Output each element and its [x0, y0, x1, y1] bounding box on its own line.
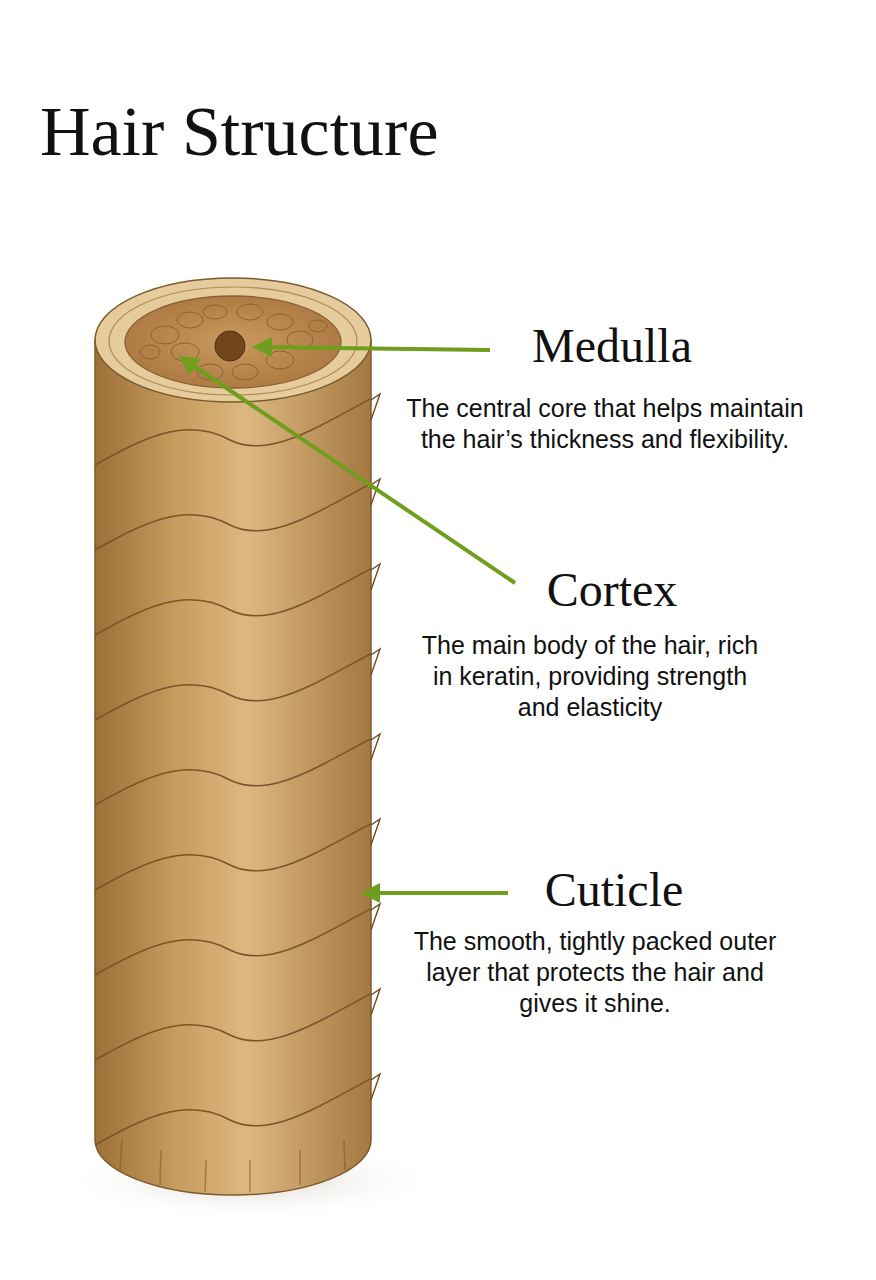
cuticle-ring	[95, 278, 371, 402]
medulla-core	[215, 331, 245, 361]
leader-arrow	[256, 347, 490, 350]
diagram-title: Hair Structure	[40, 92, 438, 172]
leader-arrow	[182, 358, 515, 583]
hair-shaft	[95, 340, 371, 1195]
part-description: The central core that helps maintain the…	[405, 393, 805, 455]
cuticle-scales	[95, 395, 378, 1192]
part-description: The smooth, tightly packed outer layer t…	[405, 926, 785, 1019]
leader-arrow	[364, 891, 508, 895]
cortex-section	[125, 296, 341, 388]
part-name: Cuticle	[545, 862, 684, 918]
scale-tips	[371, 394, 380, 1100]
cortex-cells	[140, 304, 327, 380]
part-description: The main body of the hair, rich in kerat…	[420, 630, 760, 723]
part-name: Medulla	[532, 318, 692, 374]
part-name: Cortex	[547, 562, 678, 618]
cuticle-layer-line	[109, 287, 357, 395]
